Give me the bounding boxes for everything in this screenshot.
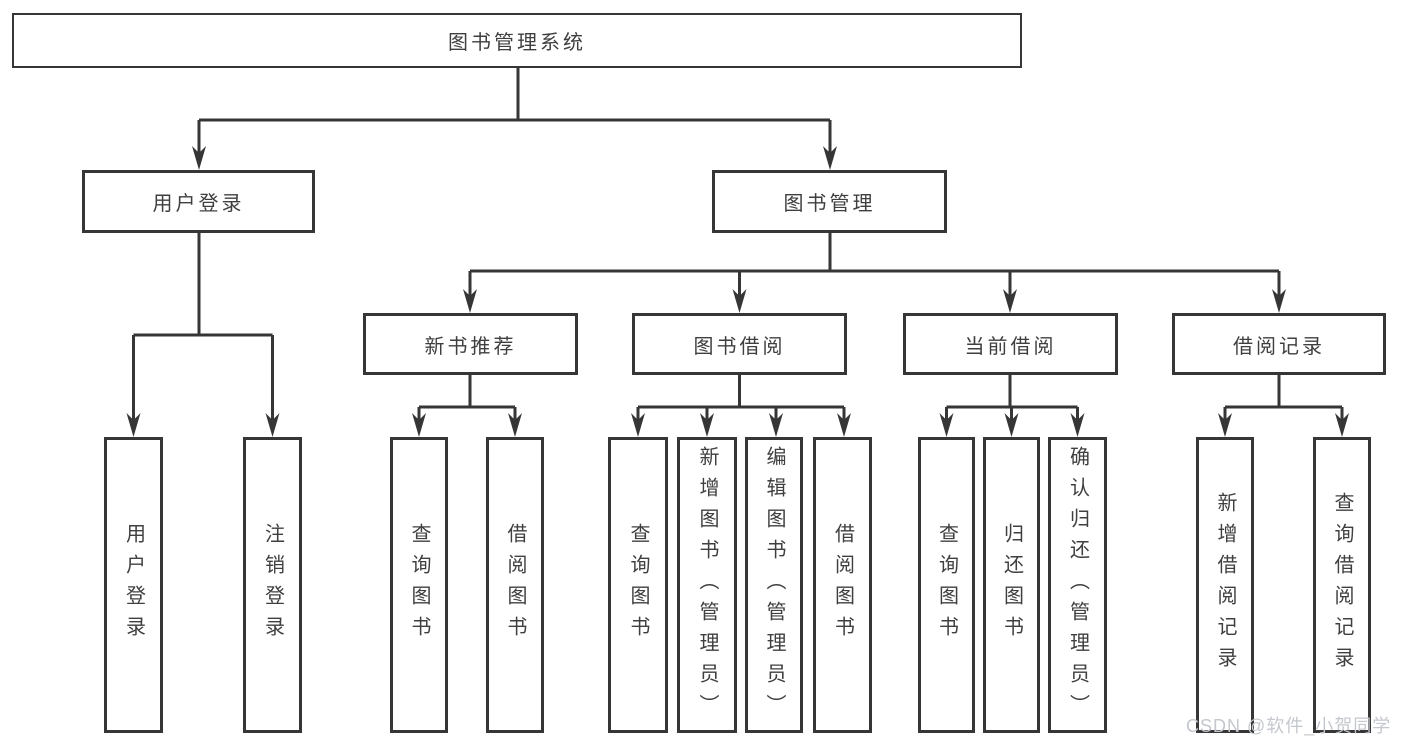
node-label: 当前借阅 — [964, 335, 1057, 358]
arrow-down-icon — [412, 413, 426, 437]
node-label: 新增图书（管理员） — [696, 445, 718, 725]
node-book-borrowing: 图书借阅 — [632, 313, 847, 375]
connector-user-login-children — [126, 233, 280, 437]
node-label: 查询借阅记录 — [1331, 492, 1353, 678]
node-label: 用户登录 — [152, 193, 245, 215]
node-borrowing-records: 借阅记录 — [1172, 313, 1386, 375]
connector-new-book-recommend-children — [412, 375, 522, 437]
node-label: 图书管理 — [783, 193, 876, 215]
leaf-query-books-borrowing: 查询图书 — [608, 437, 668, 733]
arrow-down-icon — [939, 413, 954, 437]
leaf-borrow-books-recommend: 借阅图书 — [486, 437, 544, 733]
leaf-query-books-recommend: 查询图书 — [390, 437, 448, 733]
leaf-add-book-admin: 新增图书（管理员） — [677, 437, 737, 733]
arrow-down-icon — [700, 413, 714, 437]
arrow-down-icon — [769, 413, 783, 437]
leaf-user-login: 用户登录 — [104, 437, 163, 733]
leaf-logout: 注销登录 — [243, 437, 302, 733]
arrow-down-icon — [463, 289, 477, 313]
leaf-borrow-books-borrowing: 借阅图书 — [813, 437, 872, 733]
node-label: 新增借阅记录 — [1214, 492, 1236, 678]
node-label: 确认归还（管理员） — [1066, 445, 1089, 725]
node-label: 注销登录 — [261, 523, 284, 647]
leaf-query-borrow-record: 查询借阅记录 — [1313, 437, 1371, 733]
connector-current-borrowing-children — [939, 375, 1085, 437]
leaf-confirm-return-admin: 确认归还（管理员） — [1048, 437, 1107, 733]
node-user-login: 用户登录 — [82, 170, 315, 233]
node-label: 编辑图书（管理员） — [763, 445, 785, 725]
node-label: 查询图书 — [627, 523, 649, 647]
node-label: 查询图书 — [408, 523, 430, 647]
arrow-down-icon — [1218, 413, 1232, 437]
connector-book-management-children — [463, 233, 1286, 313]
node-label: 图书管理系统 — [448, 32, 586, 54]
node-new-book-recommend: 新书推荐 — [363, 313, 578, 375]
arrow-down-icon — [1335, 413, 1349, 437]
node-label: 图书借阅 — [693, 335, 786, 358]
arrow-down-icon — [732, 289, 747, 313]
connector-root-to-level2 — [192, 68, 837, 170]
node-label: 借阅图书 — [831, 523, 854, 647]
arrow-down-icon — [631, 413, 645, 437]
node-label: 借阅记录 — [1233, 335, 1325, 358]
node-label: 新书推荐 — [424, 335, 517, 358]
node-library-management-system: 图书管理系统 — [12, 13, 1022, 68]
arrow-down-icon — [837, 413, 851, 437]
node-current-borrowing: 当前借阅 — [903, 313, 1118, 375]
leaf-return-book: 归还图书 — [983, 437, 1040, 733]
arrow-down-icon — [1272, 289, 1286, 313]
arrow-down-icon — [508, 413, 522, 437]
arrow-down-icon — [192, 146, 206, 170]
leaf-edit-book-admin: 编辑图书（管理员） — [745, 437, 803, 733]
node-label: 借阅图书 — [504, 523, 526, 647]
node-label: 归还图书 — [1000, 523, 1023, 647]
connector-book-borrowing-children — [631, 375, 851, 437]
arrow-down-icon — [126, 413, 141, 437]
arrow-down-icon — [265, 413, 280, 437]
node-label: 查询图书 — [935, 523, 958, 647]
node-book-management: 图书管理 — [712, 170, 947, 233]
arrow-down-icon — [1004, 413, 1019, 437]
leaf-add-borrow-record: 新增借阅记录 — [1196, 437, 1254, 733]
arrow-down-icon — [1003, 289, 1017, 313]
arrow-down-icon — [823, 146, 837, 170]
leaf-query-books-current: 查询图书 — [918, 437, 975, 733]
node-label: 用户登录 — [122, 523, 145, 647]
arrow-down-icon — [1070, 413, 1085, 437]
connector-borrowing-records-children — [1218, 375, 1349, 437]
